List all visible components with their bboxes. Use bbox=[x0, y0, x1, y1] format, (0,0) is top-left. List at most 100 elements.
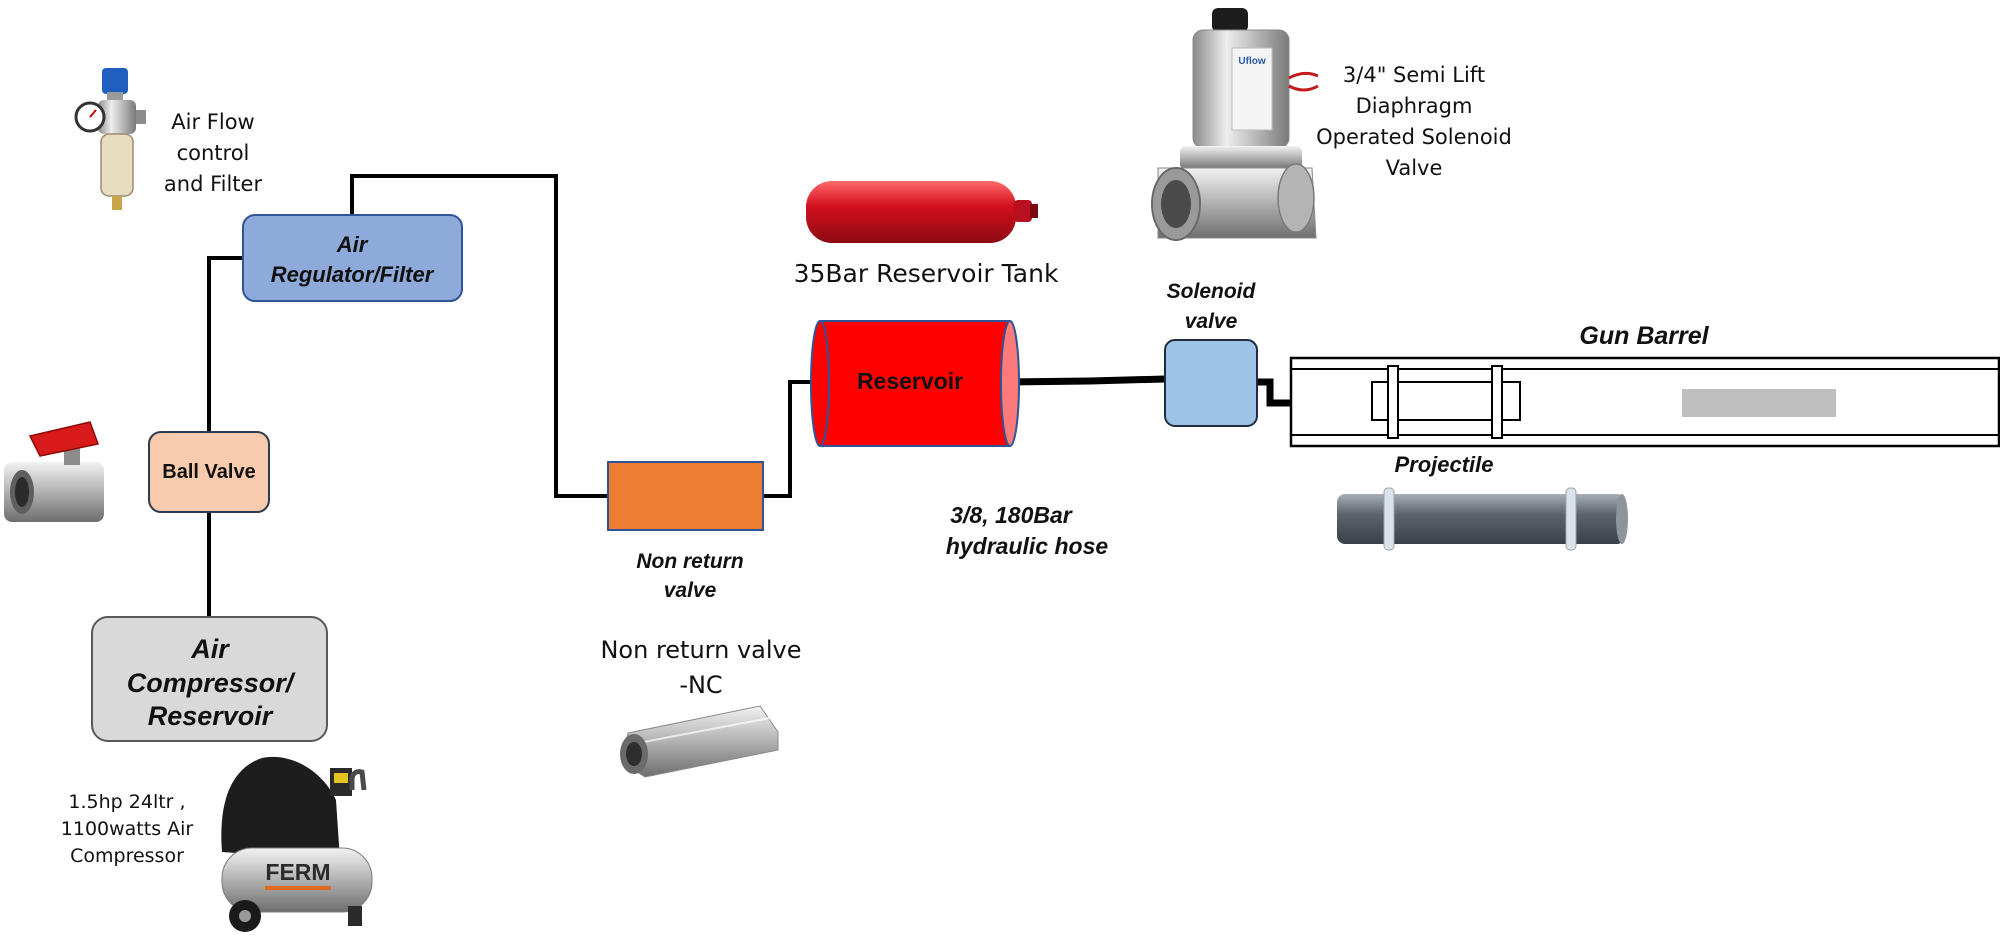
ball-valve-photo-port-inner bbox=[15, 477, 29, 507]
projectile-end-cap bbox=[1616, 494, 1628, 544]
compressor-spec-annotation: 1.5hp 24ltr , 1100watts Air Compressor bbox=[61, 791, 194, 867]
solenoid-valve-photo: Uflow bbox=[1151, 8, 1319, 241]
ball-valve-label: Ball Valve bbox=[162, 461, 255, 483]
solenoid-valve-box bbox=[1164, 339, 1258, 427]
compressor-photo-cover bbox=[221, 756, 340, 860]
ball-valve-photo-handle bbox=[28, 421, 100, 457]
solenoid-photo-cap bbox=[1212, 8, 1248, 32]
solenoid-photo-port-left-inner bbox=[1161, 180, 1191, 228]
regulator-body bbox=[98, 100, 136, 134]
projectile-label: Projectile bbox=[1394, 452, 1493, 477]
non-return-nc-annotation: Non return valve -NC bbox=[600, 636, 801, 699]
non-return-photo-port-inner bbox=[626, 742, 642, 766]
solenoid-spec-line1: 3/4" Semi Lift bbox=[1343, 63, 1485, 87]
ball-valve-box bbox=[148, 431, 270, 513]
barrel-grey-marker bbox=[1682, 389, 1836, 417]
non-return-photo-facet bbox=[627, 716, 776, 746]
pipe-regulator-to-nonreturn bbox=[350, 174, 608, 498]
reservoir-tank-photo bbox=[806, 181, 1038, 243]
regulator-neck bbox=[107, 92, 123, 102]
air-regulator-node[interactable]: Air Regulator/Filter bbox=[242, 214, 463, 302]
pipe-nonreturn-to-reservoir bbox=[763, 380, 812, 498]
air-flow-line2: control bbox=[177, 141, 250, 165]
regulator-port bbox=[136, 110, 146, 124]
air-flow-annotation: Air Flow control and Filter bbox=[164, 110, 263, 196]
compressor-photo-tank bbox=[221, 847, 373, 913]
air-flow-line3: and Filter bbox=[164, 172, 263, 196]
compressor-photo-switch bbox=[334, 773, 348, 783]
regulator-drain bbox=[112, 196, 122, 210]
pipe-ballvalve-to-regulator bbox=[207, 256, 243, 431]
air-flow-line1: Air Flow bbox=[171, 110, 254, 134]
compressor-label-line3: Reservoir bbox=[148, 701, 274, 731]
reservoir-right-cap bbox=[1000, 320, 1020, 447]
solenoid-spec-annotation: 3/4" Semi Lift Diaphragm Operated Soleno… bbox=[1316, 63, 1512, 180]
ball-valve-photo bbox=[4, 421, 104, 522]
compressor-node[interactable]: Air Compressor/ Reservoir bbox=[91, 616, 328, 742]
tank-neck bbox=[1014, 200, 1032, 222]
pipe-lines bbox=[207, 174, 1291, 617]
reservoir-label: Reservoir bbox=[857, 368, 963, 394]
gun-barrel-node[interactable]: Gun Barrel bbox=[1289, 322, 2000, 448]
compressor-photo-stripe bbox=[265, 886, 331, 890]
hose-annotation: 3/8, 180Bar hydraulic hose bbox=[946, 502, 1109, 559]
solenoid-photo-wire bbox=[1288, 71, 1319, 92]
non-return-valve-photo bbox=[620, 705, 779, 778]
air-regulator-box bbox=[242, 214, 463, 302]
non-return-nc-line1: Non return valve bbox=[600, 636, 801, 664]
solenoid-spec-line2: Diaphragm bbox=[1356, 94, 1473, 118]
compressor-photo: FERM bbox=[221, 756, 373, 932]
ball-valve-node[interactable]: Ball Valve bbox=[148, 431, 270, 513]
projectile-tube bbox=[1337, 494, 1625, 544]
tank-body bbox=[806, 181, 1016, 243]
non-return-valve-label-line1: Non return bbox=[636, 550, 743, 573]
air-regulator-label-line1: Air bbox=[336, 232, 369, 257]
solenoid-valve-label-line2: valve bbox=[1185, 310, 1238, 333]
projectile-sketch-ring-right bbox=[1491, 365, 1503, 439]
compressor-label-line2: Compressor/ bbox=[127, 668, 296, 698]
regulator-knob bbox=[102, 68, 128, 94]
compressor-photo-hub bbox=[239, 910, 251, 922]
compressor-spec-line2: 1100watts Air bbox=[61, 818, 194, 840]
compressor-photo-foot bbox=[348, 906, 362, 926]
tank-valve bbox=[1030, 204, 1038, 218]
compressor-spec-line3: Compressor bbox=[70, 845, 184, 867]
regulator-gauge-needle bbox=[89, 109, 97, 118]
compressor-spec-line1: 1.5hp 24ltr , bbox=[68, 791, 185, 813]
hose-label-line1: 3/8, 180Bar bbox=[950, 502, 1073, 528]
solenoid-spec-line4: Valve bbox=[1386, 156, 1443, 180]
non-return-nc-line2: -NC bbox=[679, 671, 722, 699]
solenoid-valve-label-line1: Solenoid bbox=[1167, 280, 1257, 303]
reservoir-node[interactable]: Reservoir bbox=[810, 320, 1020, 447]
compressor-photo-handle bbox=[349, 769, 367, 791]
reservoir-body bbox=[820, 321, 1010, 446]
regulator-bowl bbox=[100, 133, 134, 197]
regulator-photo bbox=[74, 68, 146, 210]
compressor-brand-label: FERM bbox=[265, 859, 330, 885]
gun-barrel-inner bbox=[1290, 368, 2000, 436]
projectile-sketch-ring-left bbox=[1387, 365, 1399, 439]
compressor-label-line1: Air bbox=[190, 634, 230, 664]
projectile-ring-left bbox=[1383, 487, 1395, 551]
reservoir-left-cap bbox=[810, 320, 830, 447]
hose-label-line2: hydraulic hose bbox=[946, 533, 1109, 559]
non-return-valve-box bbox=[607, 461, 764, 531]
ball-valve-photo-stem bbox=[64, 447, 80, 465]
solenoid-photo-port-right bbox=[1277, 163, 1315, 233]
pipe-solenoid-to-barrel bbox=[1257, 378, 1291, 407]
solenoid-spec-line3: Operated Solenoid bbox=[1316, 125, 1512, 149]
solenoid-valve-node[interactable]: Solenoid valve bbox=[1164, 280, 1258, 427]
compressor-box bbox=[91, 616, 328, 742]
projectile-ring-right bbox=[1565, 487, 1577, 551]
projectile-node[interactable]: Projectile bbox=[1337, 452, 1628, 551]
solenoid-photo-bonnet bbox=[1180, 146, 1302, 170]
solenoid-photo-label bbox=[1231, 47, 1273, 131]
air-regulator-label-line2: Regulator/Filter bbox=[271, 262, 435, 287]
projectile-photo bbox=[1337, 487, 1628, 551]
non-return-valve-label-line2: valve bbox=[664, 579, 717, 602]
non-return-valve-node[interactable]: Non return valve bbox=[607, 461, 764, 602]
gun-barrel-label: Gun Barrel bbox=[1579, 322, 1709, 350]
barrel-projectile-sketch bbox=[1371, 365, 1521, 439]
reservoir-tank-label: 35Bar Reservoir Tank bbox=[794, 259, 1059, 288]
pipe-reservoir-to-solenoid bbox=[1009, 375, 1166, 386]
